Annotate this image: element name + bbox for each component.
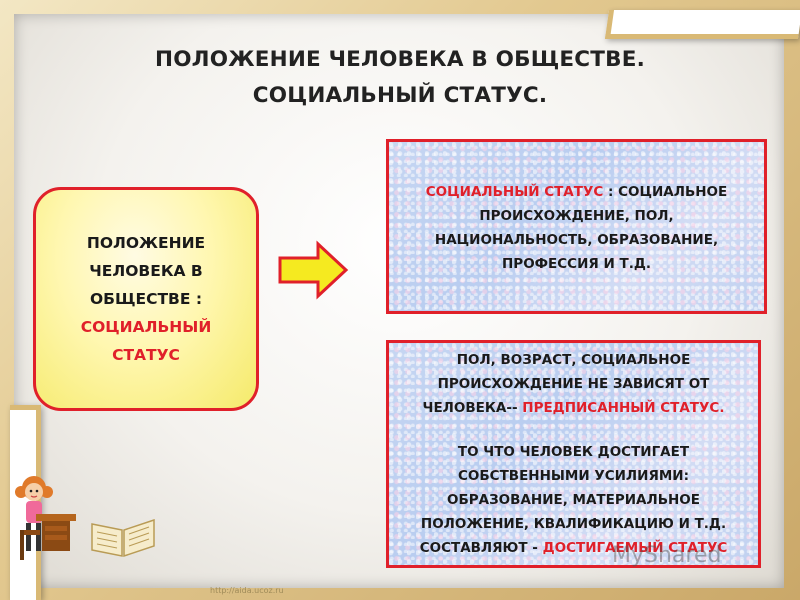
left-box-line: СОЦИАЛЬНЫЙ: [80, 318, 212, 336]
box2-line: СОБСТВЕННЫМИ УСИЛИЯМИ:: [458, 468, 689, 484]
box2-line: ЧЕЛОВЕКА--: [422, 400, 523, 416]
ascribed-status-paragraph: ПОЛ, ВОЗРАСТ, СОЦИАЛЬНОЕ ПРОИСХОЖДЕНИЕ Н…: [395, 348, 752, 420]
box2-line: ОБРАЗОВАНИЕ, МАТЕРИАЛЬНОЕ: [446, 492, 700, 508]
box1-line: ПРОИСХОЖДЕНИЕ, ПОЛ,: [479, 208, 674, 224]
left-box-line: СТАТУС: [112, 346, 180, 364]
achieved-status-term: ДОСТИГАЕМЫЙ СТАТУС: [542, 540, 728, 556]
footer-url: http://aida.ucoz.ru: [210, 586, 284, 595]
watermark: MyShared: [612, 543, 722, 568]
left-box-line: ПОЛОЖЕНИЕ: [86, 234, 206, 252]
social-status-term: СОЦИАЛЬНЫЙ СТАТУС: [425, 184, 604, 200]
slide-title: ПОЛОЖЕНИЕ ЧЕЛОВЕКА В ОБЩЕСТВЕ. СОЦИАЛЬНЫ…: [60, 42, 740, 114]
box1-text: : СОЦИАЛЬНОЕ: [603, 184, 728, 200]
ascribed-status-term: ПРЕДПИСАННЫЙ СТАТУС.: [522, 400, 725, 416]
achieved-status-paragraph: ТО ЧТО ЧЕЛОВЕК ДОСТИГАЕТ СОБСТВЕННЫМИ УС…: [395, 440, 752, 560]
title-line: ПОЛОЖЕНИЕ ЧЕЛОВЕКА В ОБЩЕСТВЕ.: [155, 47, 645, 72]
box2-line: ПОЛОЖЕНИЕ, КВАЛИФИКАЦИЮ И Т.Д.: [420, 516, 727, 532]
position-in-society-box: ПОЛОЖЕНИЕ ЧЕЛОВЕКА В ОБЩЕСТВЕ : СОЦИАЛЬН…: [33, 187, 259, 411]
box2-line: ПРОИСХОЖДЕНИЕ НЕ ЗАВИСЯТ ОТ: [437, 376, 710, 392]
box1-line: ПРОФЕССИЯ И Т.Д.: [502, 256, 651, 272]
box1-line: СОЦИАЛЬНЫЙ СТАТУС : СОЦИАЛЬНОЕ: [399, 180, 754, 204]
title-line: СОЦИАЛЬНЫЙ СТАТУС.: [252, 83, 548, 108]
box2-line: ТО ЧТО ЧЕЛОВЕК ДОСТИГАЕТ: [457, 444, 690, 460]
box1-line: НАЦИОНАЛЬНОСТЬ, ОБРАЗОВАНИЕ,: [434, 232, 719, 248]
box2-line: ПОЛ, ВОЗРАСТ, СОЦИАЛЬНОЕ: [456, 352, 691, 368]
left-box-line: ОБЩЕСТВЕ :: [89, 290, 203, 308]
right-arrow-icon: [278, 240, 349, 300]
open-book-icon: [91, 518, 155, 558]
frame-corner-decoration: [604, 10, 800, 39]
schoolgirl-icon: [15, 476, 76, 560]
status-types-box: ПОЛ, ВОЗРАСТ, СОЦИАЛЬНОЕ ПРОИСХОЖДЕНИЕ Н…: [386, 340, 761, 568]
left-box-line: ЧЕЛОВЕКА В: [89, 262, 203, 280]
social-status-definition-box: СОЦИАЛЬНЫЙ СТАТУС : СОЦИАЛЬНОЕ ПРОИСХОЖД…: [386, 139, 767, 314]
box2-line: СОСТАВЛЯЮТ -: [419, 540, 543, 556]
